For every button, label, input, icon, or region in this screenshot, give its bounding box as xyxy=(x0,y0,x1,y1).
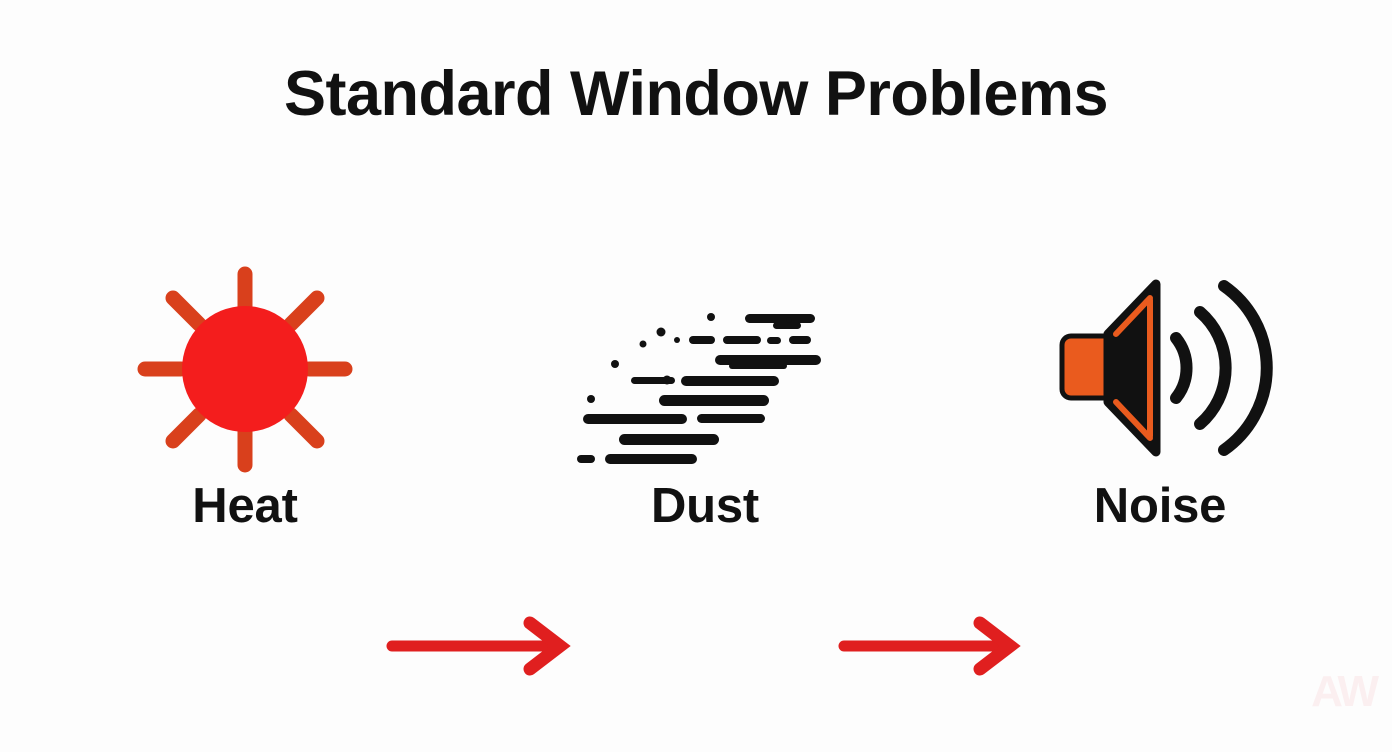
dust-specks-group xyxy=(587,313,792,403)
noise-icon-wrapper xyxy=(1030,262,1290,477)
sound-wave-arcs xyxy=(1170,280,1273,456)
stage-label-noise: Noise xyxy=(1093,479,1227,533)
flow-stage-heat: Heat xyxy=(115,262,375,582)
flow-stage-dust: Dust xyxy=(575,262,835,582)
arrow-right-icon xyxy=(838,616,1021,676)
flow-stage-noise: Noise xyxy=(1030,262,1290,582)
heat-icon-wrapper xyxy=(115,262,375,477)
speaker-cone-highlights xyxy=(1113,295,1153,441)
dust-particles-icon xyxy=(577,313,821,464)
speaker-sound-icon xyxy=(1059,279,1273,457)
sun-core xyxy=(182,306,308,432)
sun-rays-group xyxy=(137,266,353,473)
dust-dashes-group xyxy=(577,314,821,464)
watermark: AW xyxy=(1311,667,1379,716)
problem-flow-row: Heat xyxy=(0,262,1392,676)
arrow-right-icon xyxy=(386,616,571,676)
page-title: Standard Window Problems xyxy=(283,59,1109,129)
sun-icon xyxy=(137,266,353,473)
dust-icon-wrapper xyxy=(575,262,835,477)
flow-arrow-heat-to-dust xyxy=(386,616,571,676)
stage-label-dust: Dust xyxy=(650,479,760,533)
flow-arrow-dust-to-noise xyxy=(838,616,1021,676)
stage-label-heat: Heat xyxy=(192,479,298,533)
